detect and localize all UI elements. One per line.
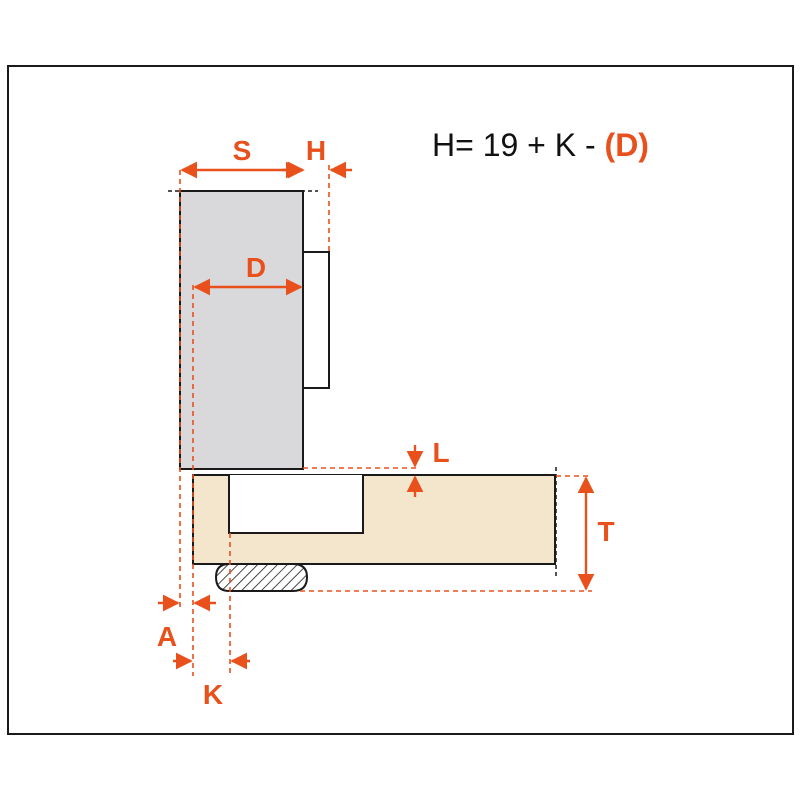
label-t: T	[597, 516, 614, 547]
dimension-arrows	[158, 161, 595, 670]
formula-prefix: H= 19 + K -	[432, 127, 605, 163]
label-l: L	[432, 437, 449, 468]
hinge-cup-recess	[228, 475, 364, 534]
diagram-frame	[7, 65, 794, 735]
label-d: D	[246, 252, 266, 283]
reference-lines	[179, 165, 592, 676]
formula-highlight: (D)	[605, 127, 649, 163]
label-k: K	[203, 679, 223, 710]
label-a: A	[157, 621, 177, 652]
door-handle	[214, 563, 309, 592]
dimension-labels: S H D L T A K	[157, 135, 615, 710]
mounting-plate	[302, 251, 330, 389]
label-s: S	[233, 135, 252, 166]
label-h: H	[306, 135, 326, 166]
formula-text: H= 19 + K - (D)	[432, 127, 649, 163]
cabinet-side-panel	[179, 190, 304, 470]
